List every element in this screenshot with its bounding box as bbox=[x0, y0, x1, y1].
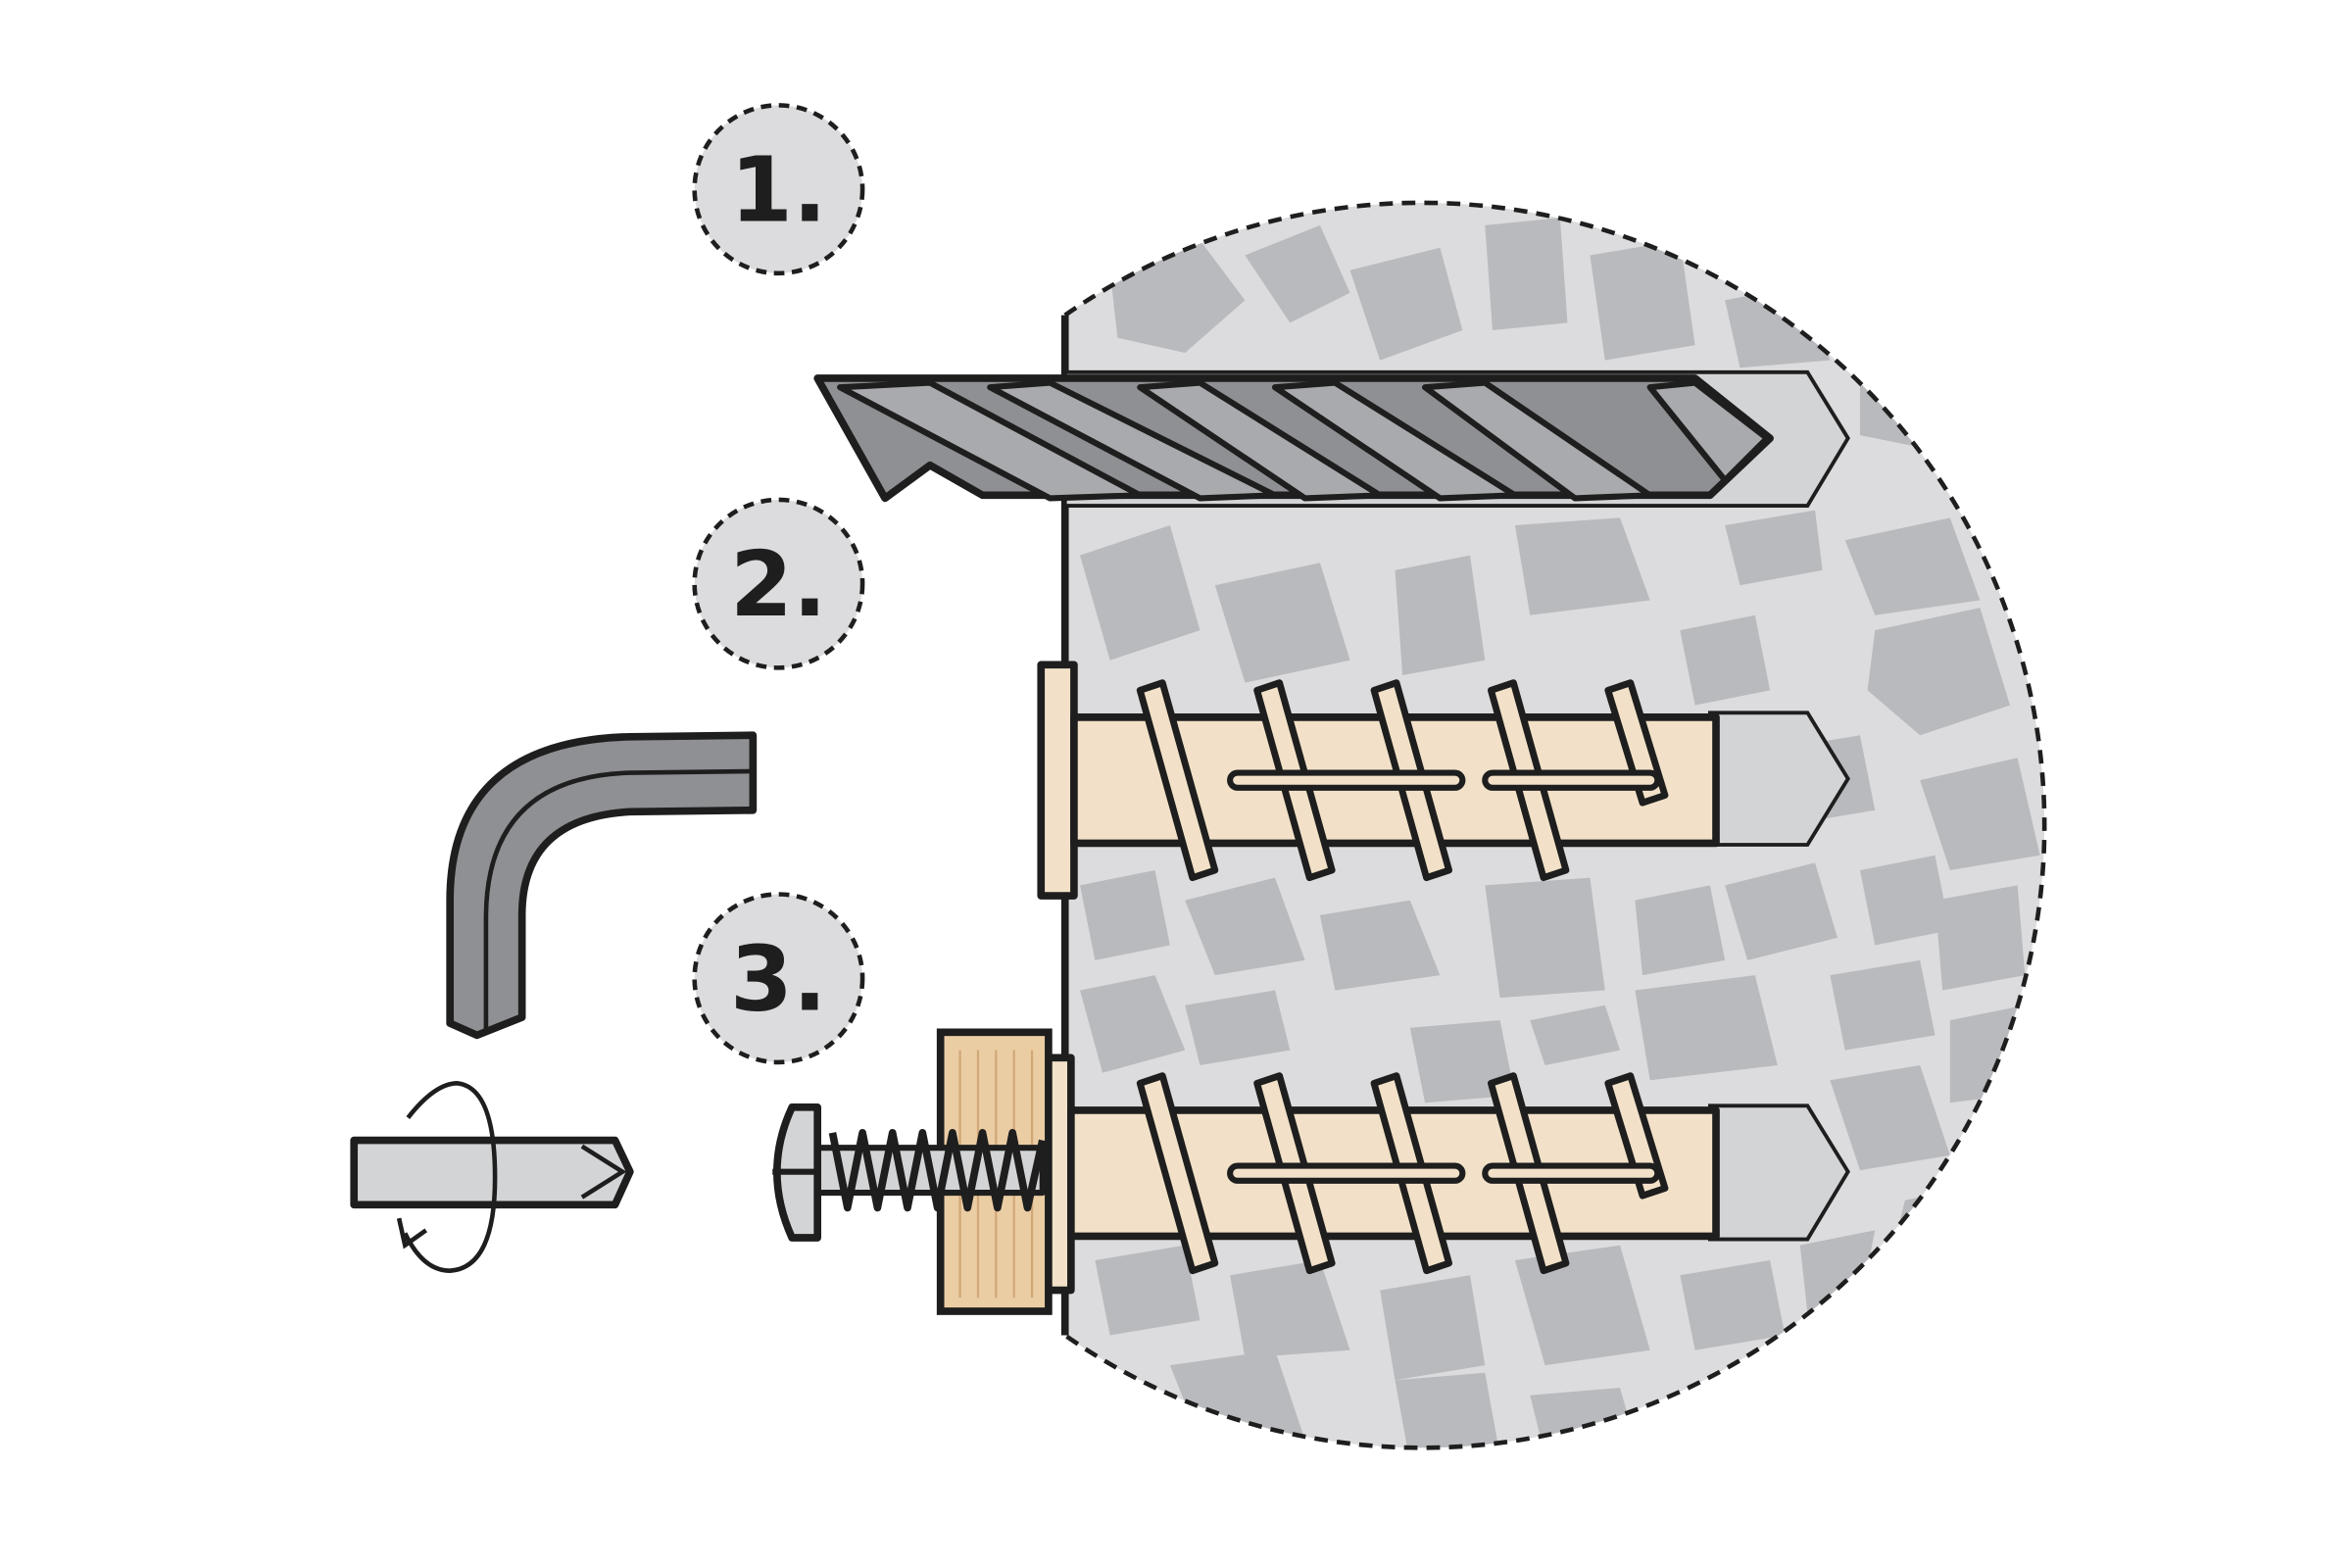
step-marker-1: 1. bbox=[692, 103, 865, 276]
wall-plug-1 bbox=[1037, 661, 1720, 900]
step-label-1: 1. bbox=[730, 137, 827, 242]
wall-outline-dashed bbox=[1063, 200, 2047, 1450]
step-label-2: 2. bbox=[730, 532, 827, 637]
rotate-arrow-icon bbox=[396, 1081, 498, 1273]
drill-bit bbox=[813, 374, 1774, 503]
screw bbox=[772, 1103, 1047, 1242]
step-marker-2: 2. bbox=[692, 497, 865, 670]
screwdriver-bit-icon bbox=[350, 1136, 634, 1209]
step-label-3: 3. bbox=[730, 926, 827, 1031]
step-marker-3: 3. bbox=[692, 892, 865, 1065]
hex-key-icon bbox=[446, 731, 758, 1040]
